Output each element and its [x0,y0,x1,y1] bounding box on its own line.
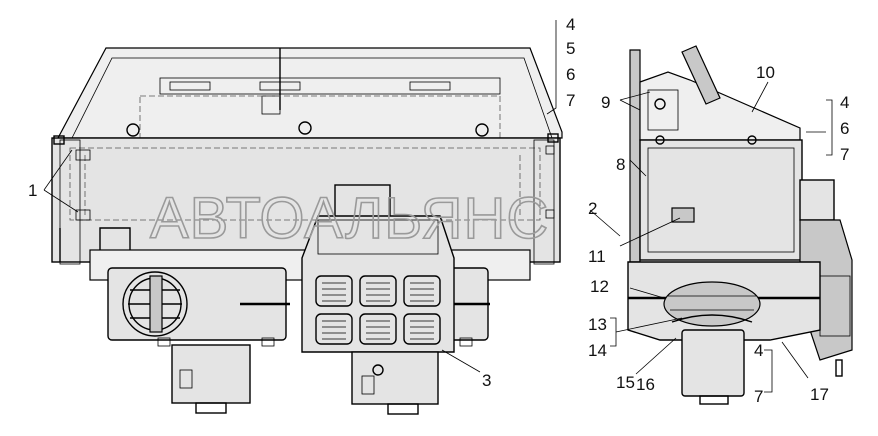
callouts: 1 2 3 4 5 6 7 9 10 4 6 7 8 11 12 13 14 1… [28,15,849,406]
watermark-text: АВТОАЛЬЯНС [150,186,549,251]
callout-7-right: 7 [840,145,849,164]
callout-4-top: 4 [566,15,575,34]
air-vent-grille [315,275,441,345]
side-body [639,139,803,261]
callout-14: 14 [588,341,607,360]
callout-13: 13 [588,315,607,334]
callout-17: 17 [810,385,829,404]
callout-7-bottom: 7 [754,387,763,406]
callout-4-bottom: 4 [754,341,763,360]
right-motor [351,351,439,405]
callout-6-right: 6 [840,119,849,138]
heater-body [51,137,561,263]
callout-4-right: 4 [840,93,849,112]
callout-10: 10 [756,63,775,82]
left-motor [171,344,251,404]
side-view [627,45,853,405]
callout-9: 9 [601,93,610,112]
callout-7-top: 7 [566,91,575,110]
fan-wheel [663,281,761,327]
callout-1: 1 [28,181,37,200]
side-motor [681,329,745,397]
callout-8: 8 [616,155,625,174]
callout-2: 2 [588,199,597,218]
callout-3: 3 [482,371,491,390]
mounting-bracket [629,49,641,263]
round-outlet [122,271,188,337]
callout-11: 11 [588,247,606,266]
grille-unit [301,215,455,353]
front-view [51,47,563,415]
callout-6-top: 6 [566,65,575,84]
callout-12: 12 [590,277,609,296]
leader-lines [43,20,833,393]
callout-16: 16 [636,375,655,394]
callout-5: 5 [566,39,575,58]
callout-15: 15 [616,373,635,392]
